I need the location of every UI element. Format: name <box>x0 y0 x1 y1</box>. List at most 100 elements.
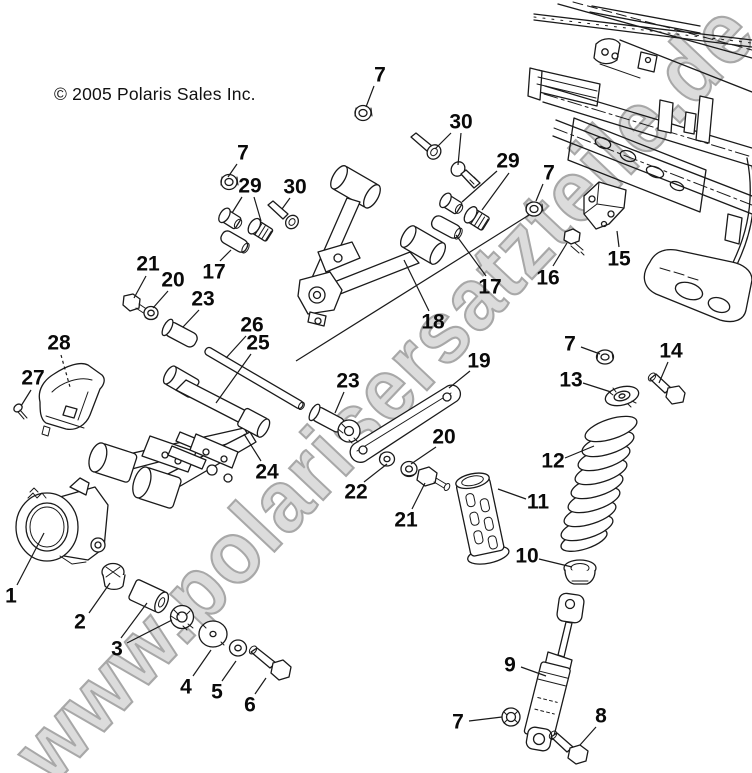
part-9-shock-absorber <box>523 592 585 752</box>
part-29-bushing-right-b <box>463 206 490 231</box>
part-6-bolt <box>248 645 292 681</box>
part-24-lower-a-arm <box>88 365 271 509</box>
callout-label: 3 <box>111 638 123 661</box>
part-7-nut-top <box>354 104 373 122</box>
part-7-flange-nut-spring-top <box>595 349 615 365</box>
part-13-spring-retainer <box>604 385 640 408</box>
part-17-pin-left <box>220 230 250 254</box>
callout-leader <box>60 354 71 388</box>
callout-leader <box>461 170 498 203</box>
part-29-bushing-left-a <box>218 207 243 230</box>
callout-leader <box>334 391 345 414</box>
callout-leader <box>152 290 169 309</box>
part-27-screw <box>13 403 28 420</box>
callout-label: 24 <box>255 461 279 484</box>
part-4-large-washer <box>198 620 228 648</box>
callout-leader <box>457 132 462 166</box>
callout-label: 7 <box>564 333 576 356</box>
callout-leader <box>520 666 547 677</box>
part-3-bushing-tube <box>128 579 170 614</box>
part-23-pin-right <box>308 403 361 444</box>
part-29-bushing-right-a <box>439 192 464 215</box>
callout-leader <box>88 582 111 614</box>
callout-leader <box>410 446 437 465</box>
callout-leader <box>535 183 544 202</box>
callout-leader <box>215 353 252 404</box>
callout-leader <box>497 488 527 500</box>
part-20-flange-nut-left <box>143 305 159 321</box>
callout-label: 30 <box>449 111 472 134</box>
part-7-nut-left-top <box>220 173 239 191</box>
callout-leader <box>281 197 291 210</box>
callout-label: 2 <box>74 611 86 634</box>
part-23-pin-left <box>161 318 198 348</box>
part-28-guard <box>38 362 105 437</box>
callout-label: 12 <box>541 450 564 473</box>
callout-label: 7 <box>237 142 249 165</box>
part-11-roller <box>455 472 510 565</box>
callout-label: 18 <box>421 311 445 334</box>
callout-leader <box>363 463 388 483</box>
callout-label: 28 <box>47 332 71 355</box>
callout-label: 7 <box>374 64 386 87</box>
part-7-nut-shock <box>501 707 521 727</box>
callout-label: 22 <box>344 481 367 504</box>
callout-label: 10 <box>515 545 538 568</box>
callout-label: 5 <box>211 681 223 704</box>
callout-leader <box>580 346 601 355</box>
part-10-spring-seat <box>563 559 597 585</box>
callout-label: 29 <box>496 150 519 173</box>
part-3-knurled-bushing <box>169 604 195 631</box>
callout-label: 8 <box>595 705 607 728</box>
part-22-washer <box>378 451 396 467</box>
part-20-flange-nut-right <box>400 460 418 478</box>
part-30-bolt-a <box>410 132 442 160</box>
callout-leader <box>411 482 426 510</box>
callout-leader <box>616 230 620 248</box>
callout-leader <box>658 361 669 384</box>
callout-label: 13 <box>559 369 582 392</box>
callout-leader <box>434 132 452 150</box>
callout-label: 7 <box>452 711 464 734</box>
callout-label: 7 <box>543 162 555 185</box>
callout-leader <box>582 382 612 393</box>
part-29-bushing-left-b <box>247 217 274 242</box>
part-21-bolt-right <box>416 466 451 492</box>
callout-leader <box>295 214 530 362</box>
callout-label: 15 <box>607 248 631 271</box>
callout-label: 20 <box>432 426 455 449</box>
callout-leader <box>219 249 232 262</box>
callout-label: 20 <box>161 269 184 292</box>
part-8-bolt <box>548 730 589 765</box>
callout-leader <box>231 196 243 214</box>
callout-leader <box>564 445 595 459</box>
callout-label: 6 <box>244 694 256 717</box>
callout-leader <box>16 532 45 586</box>
callout-leader <box>182 309 200 328</box>
callout-leader <box>254 677 267 695</box>
part-12-coil-spring <box>560 415 638 552</box>
callout-leader <box>243 433 262 462</box>
callout-label: 14 <box>659 340 683 363</box>
callout-leader <box>126 619 173 644</box>
callout-label: 1 <box>5 585 17 608</box>
callout-label: 17 <box>478 276 501 299</box>
part-18-upper-a-arm <box>297 165 447 327</box>
callout-label: 19 <box>467 350 490 373</box>
callout-leader <box>20 389 32 407</box>
part-14-bolt <box>647 372 686 405</box>
callout-label: 16 <box>536 267 559 290</box>
callout-label: 4 <box>180 676 192 699</box>
part-30-bolt-b <box>450 161 481 189</box>
callout-leader <box>120 602 148 639</box>
callout-leader <box>448 370 471 389</box>
part-1-hub-carrier <box>15 477 109 565</box>
part-5-washer <box>228 639 248 657</box>
callout-label: 27 <box>21 367 44 390</box>
callout-leader <box>365 85 375 108</box>
callout-label: 23 <box>336 370 359 393</box>
callout-label: 30 <box>283 176 306 199</box>
callout-leader <box>133 275 147 299</box>
